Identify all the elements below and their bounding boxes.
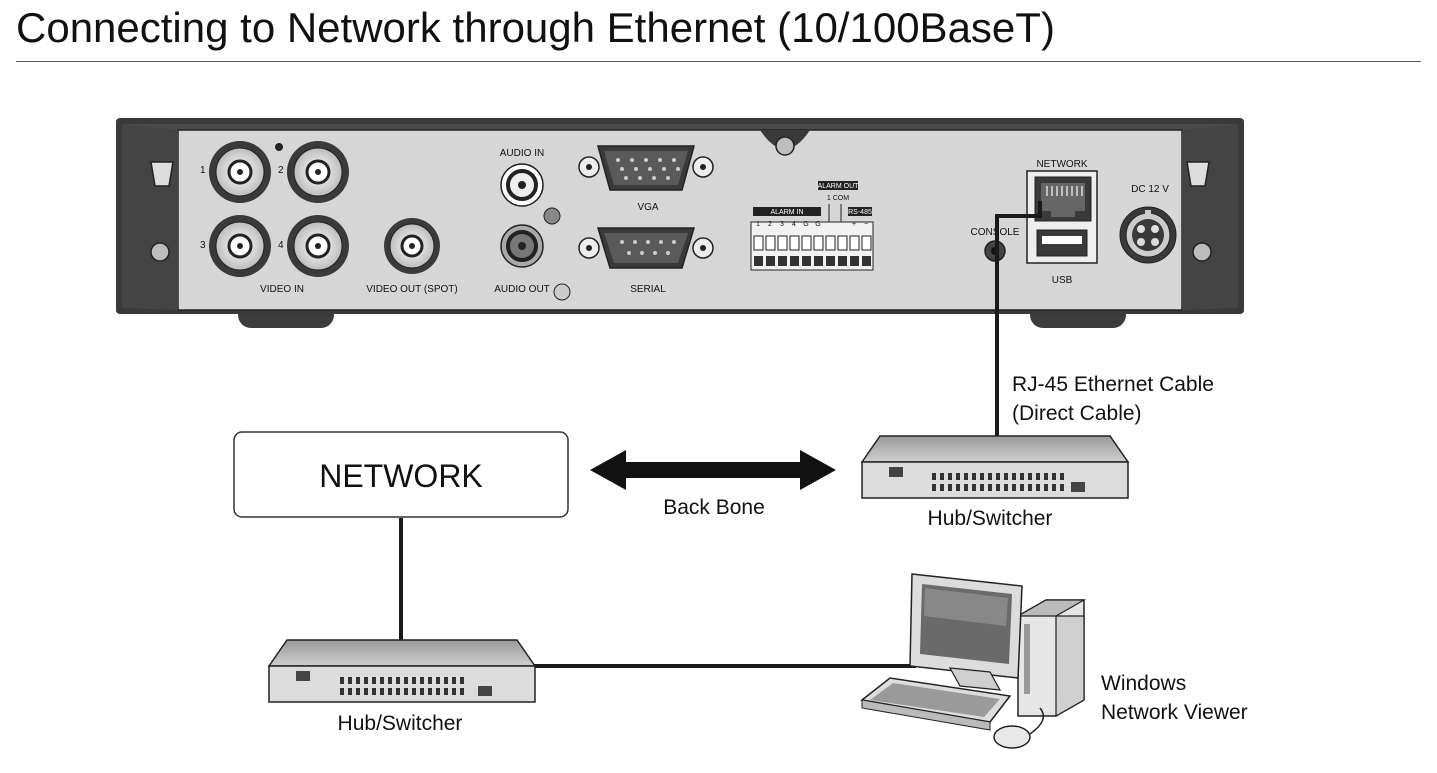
page-title: Connecting to Network through Ethernet (… [16, 4, 1055, 51]
serial-port: SERIAL [578, 227, 714, 295]
alarm-in-pin-g2: G [815, 221, 820, 228]
bnc-connector-icon [287, 141, 349, 203]
hub-switcher-right: Hub/Switcher [860, 435, 1130, 530]
serial-label: SERIAL [630, 284, 666, 295]
screw-icon [1192, 242, 1212, 262]
dc-power-jack: DC 12 V [1119, 184, 1177, 264]
vga-port: VGA [578, 145, 714, 213]
alarm-in-pin-2: 2 [768, 221, 772, 228]
alarm-in-pin-3: 3 [780, 221, 784, 228]
audio-connectors: AUDIO IN AUDIO OUT [494, 148, 571, 301]
video-in-number-2: 2 [278, 165, 284, 176]
network-port-label: NETWORK [1036, 159, 1087, 170]
backbone-label: Back Bone [663, 496, 765, 519]
rs485-pin-minus: − [864, 221, 868, 228]
screw-icon [150, 242, 170, 262]
vga-label: VGA [637, 202, 658, 213]
video-out-spot-connector: VIDEO OUT (SPOT) [366, 218, 458, 295]
video-in-number-4: 4 [278, 240, 284, 251]
alarm-out-pins: 1 COM [827, 195, 849, 202]
video-in-number-1: 1 [200, 165, 206, 176]
audio-in-label: AUDIO IN [500, 148, 544, 159]
windows-label: Windows [1101, 672, 1186, 695]
backbone-double-arrow-icon [590, 450, 836, 490]
hub-left-label: Hub/Switcher [338, 712, 463, 735]
bnc-connector-icon [209, 215, 271, 277]
alarm-in-pin-1: 1 [756, 221, 760, 228]
alarm-in-pin-g1: G [803, 221, 808, 228]
video-in-label: VIDEO IN [260, 284, 304, 295]
network-box-label: NETWORK [319, 458, 483, 494]
screw-icon [775, 136, 795, 156]
alarm-in-label: ALARM IN [770, 209, 803, 216]
audio-out-label: AUDIO OUT [494, 284, 550, 295]
video-in-number-3: 3 [200, 240, 206, 251]
ethernet-cable-line [995, 201, 1042, 438]
screw-icon [543, 207, 561, 225]
dc-power-label: DC 12 V [1131, 184, 1169, 195]
video-in-connectors: 1 2 3 4 VIDEO IN [200, 141, 349, 295]
usb-label: USB [1052, 275, 1073, 286]
video-out-spot-label: VIDEO OUT (SPOT) [366, 284, 458, 295]
network-usb-ports: NETWORK USB [1026, 159, 1098, 286]
network-cloud-box: NETWORK [233, 431, 569, 518]
dvr-rear-panel: 1 2 3 4 VIDEO IN VIDEO OUT (SPOT) AUDIO … [116, 118, 1244, 328]
rs485-label: RS-485 [848, 209, 872, 216]
ethernet-cable [995, 201, 1042, 438]
bnc-connector-icon [287, 215, 349, 277]
rack-ear-icon [150, 161, 174, 187]
bnc-connector-icon [209, 141, 271, 203]
rack-ear-icon [1186, 161, 1210, 187]
network-viewer-label: Network Viewer [1101, 701, 1248, 724]
title-divider [16, 61, 1421, 62]
hub-switcher-left: Hub/Switcher [267, 639, 537, 735]
screw-icon [553, 283, 571, 301]
alarm-in-pin-4: 4 [792, 221, 796, 228]
direct-cable-label: (Direct Cable) [1012, 402, 1142, 425]
alarm-out-label: ALARM OUT [818, 183, 860, 190]
hub-right-label: Hub/Switcher [928, 507, 1053, 530]
rs485-pin-plus: + [852, 221, 856, 228]
desktop-computer-icon [860, 573, 1087, 749]
alarm-terminal-block: ALARM IN 1 2 3 4 G G ALARM OUT 1 COM RS-… [750, 181, 874, 271]
ethernet-cable-label: RJ-45 Ethernet Cable [1012, 373, 1214, 396]
